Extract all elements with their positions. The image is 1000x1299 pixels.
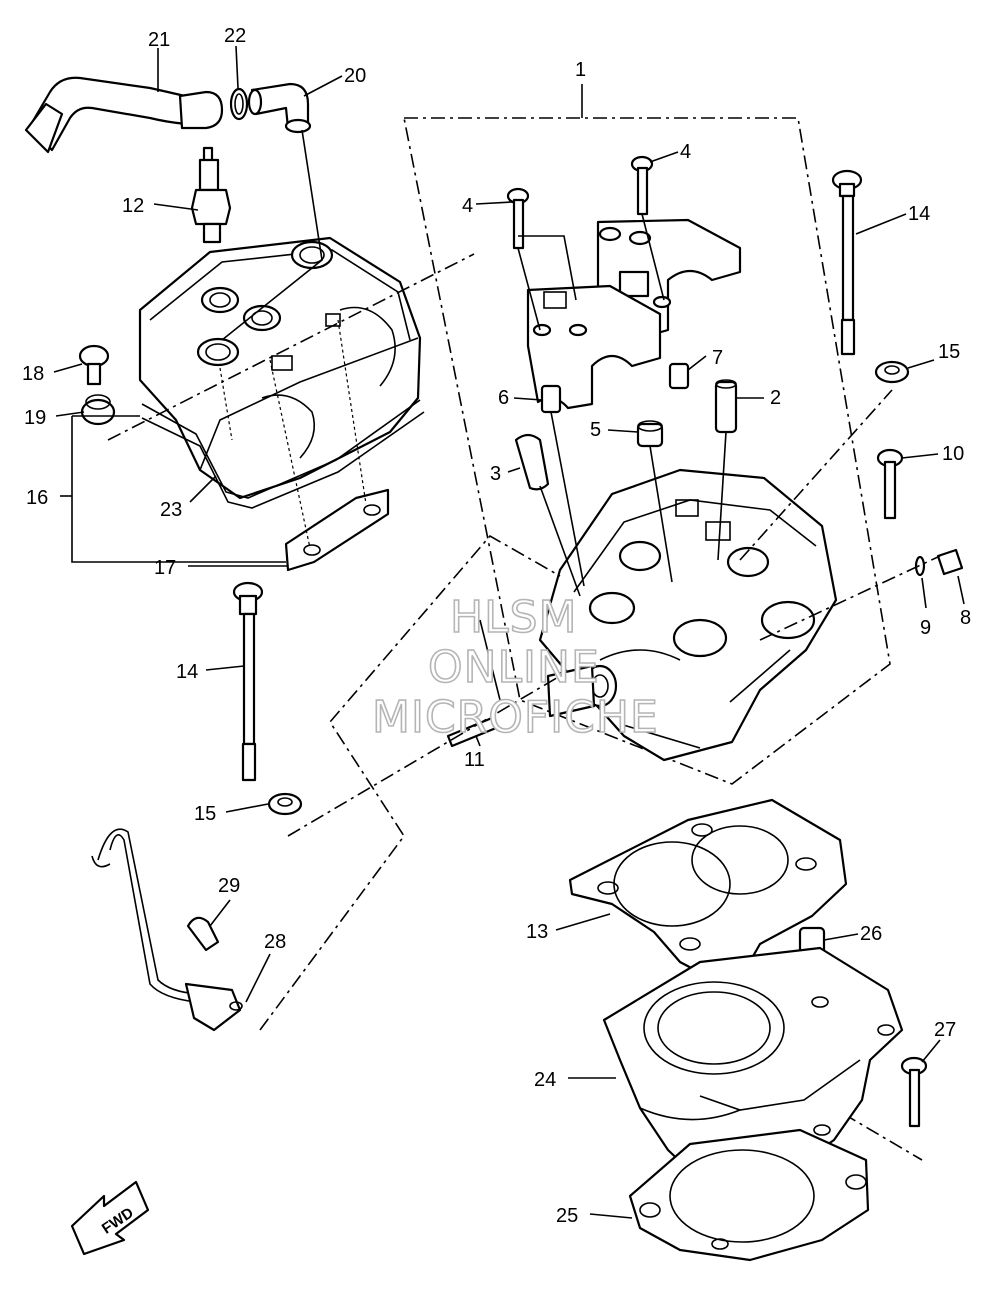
callout-1: 1	[575, 59, 586, 81]
cam-cap-bolt	[506, 187, 530, 250]
watermark-line-2: ONLINE	[428, 642, 600, 693]
callout-18: 18	[22, 363, 44, 385]
head-bolt-washer	[267, 792, 303, 816]
leader-lines	[53, 45, 965, 1219]
callout-8: 8	[960, 607, 971, 629]
head-side-washer	[914, 555, 926, 577]
callout-21: 21	[148, 29, 170, 51]
callout-25: 25	[556, 1205, 578, 1227]
callout-15: 15	[938, 341, 960, 363]
callout-22: 22	[224, 25, 246, 47]
dowel-pin	[668, 362, 690, 390]
callout-19: 19	[24, 407, 46, 429]
callout-7: 7	[712, 347, 723, 369]
cylinder-bolt	[900, 1056, 928, 1128]
callout-26: 26	[860, 923, 882, 945]
callout-12: 12	[122, 195, 144, 217]
dowel-pin	[540, 384, 562, 414]
callout-numbers: 1 2 3 4 4 5 6 7 8 9 10 11 12 13 14 14 15…	[22, 25, 971, 1227]
callout-11: 11	[464, 749, 485, 771]
callout-28: 28	[264, 931, 286, 953]
callout-17: 17	[154, 557, 176, 579]
head-bolt	[831, 169, 863, 356]
callout-3: 3	[490, 463, 501, 485]
callout-14: 14	[908, 203, 930, 225]
callout-14: 14	[176, 661, 198, 683]
cover-bolt-cap	[78, 344, 110, 386]
callout-2: 2	[770, 387, 781, 409]
callout-15: 15	[194, 803, 216, 825]
callout-10: 10	[942, 443, 964, 465]
cam-cap-bolt	[630, 155, 654, 216]
cylinder-head-assembly-boundary	[403, 117, 891, 785]
cover-gasket-plate	[284, 488, 390, 572]
cylinder-head-gasket	[568, 798, 848, 982]
head-side-bolt	[876, 448, 904, 520]
breather-elbow	[247, 82, 312, 134]
spark-plug	[190, 146, 232, 244]
callout-29: 29	[218, 875, 240, 897]
valve-guide	[714, 379, 738, 434]
callout-24: 24	[534, 1069, 556, 1091]
callout-23: 23	[160, 499, 182, 521]
head-side-bolt-short	[936, 548, 964, 576]
cylinder-base-gasket	[628, 1128, 870, 1262]
callout-20: 20	[344, 65, 366, 87]
cover-gasket	[141, 399, 425, 509]
breather-hose	[24, 76, 224, 154]
forward-arrow-icon: FWD	[70, 1180, 150, 1256]
head-bolt-washer	[874, 360, 910, 384]
callout-4: 4	[680, 141, 691, 163]
watermark: HLSM ONLINE MICROFICHE	[371, 591, 659, 744]
oil-pipe-bolt	[186, 916, 220, 952]
watermark-line-3: MICROFICHE	[372, 692, 659, 743]
callout-6: 6	[498, 387, 509, 409]
callout-27: 27	[934, 1019, 956, 1041]
callout-9: 9	[920, 617, 931, 639]
hose-clip	[229, 87, 249, 121]
valve-stem-seal	[636, 420, 664, 448]
cylinder-head	[538, 468, 838, 762]
cover-grommet	[80, 394, 116, 426]
oil-delivery-pipe	[91, 828, 243, 1032]
cylinder-head-cover	[138, 236, 422, 500]
callout-5: 5	[590, 419, 601, 441]
callout-4: 4	[462, 195, 473, 217]
callout-13: 13	[526, 921, 548, 943]
callout-16: 16	[26, 487, 48, 509]
head-bolt	[232, 581, 264, 782]
valve-guide	[514, 433, 550, 491]
watermark-line-1: HLSM	[450, 592, 578, 643]
